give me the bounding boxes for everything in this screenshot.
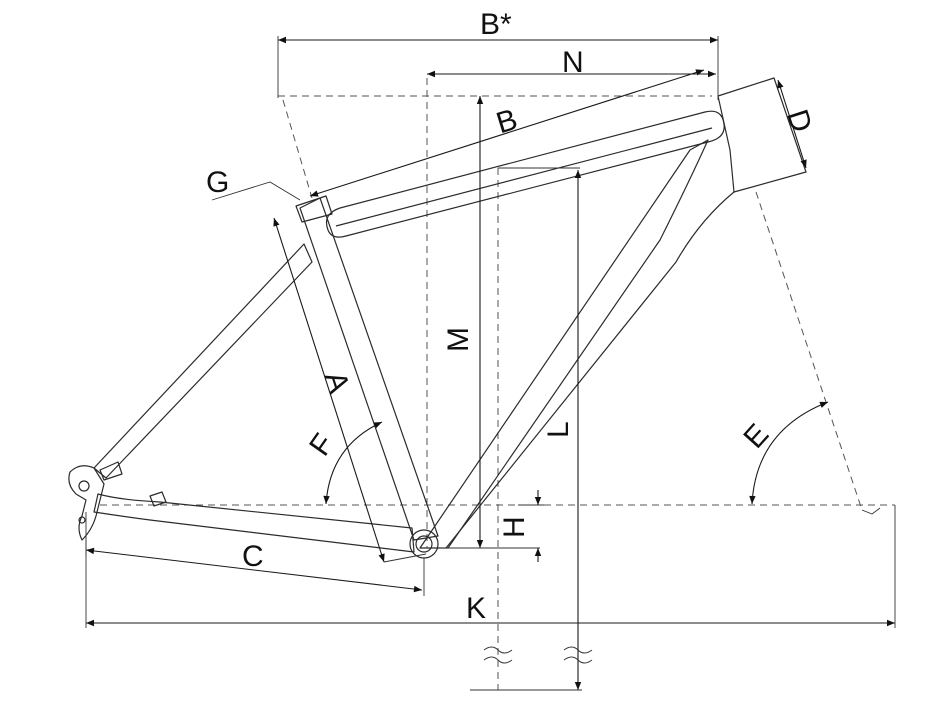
label-b: B xyxy=(493,103,522,140)
top-tube xyxy=(325,110,725,238)
label-n: N xyxy=(562,46,584,79)
stay-bridge xyxy=(99,461,123,481)
c-dimension-line xyxy=(85,547,423,593)
seat-tube-collar xyxy=(295,195,333,223)
label-h: H xyxy=(498,516,531,538)
label-l: L xyxy=(542,421,575,438)
a-dimension-line xyxy=(273,217,385,563)
label-b-star: B* xyxy=(480,8,512,41)
break-symbol-left-top xyxy=(483,646,513,654)
bottom-bracket-inner xyxy=(415,535,433,553)
label-f: F xyxy=(303,428,341,462)
rear-dropout xyxy=(68,465,105,541)
b-dimension-line xyxy=(309,69,705,197)
break-symbol-right-top xyxy=(563,646,593,654)
d-dimension-line xyxy=(777,79,807,169)
label-c: C xyxy=(242,540,264,573)
dimension-labels: B* N B D G M L A F E H C K xyxy=(206,8,818,625)
label-m: M xyxy=(442,327,475,352)
dropout-hole xyxy=(78,480,90,492)
bottom-bracket-shell xyxy=(409,529,439,559)
bike-frame xyxy=(68,77,807,559)
seat-tube xyxy=(299,197,439,541)
chain-stay-bridge xyxy=(149,491,167,507)
steering-axis-extension xyxy=(755,191,863,511)
e-angle-arc xyxy=(749,401,829,505)
label-k: K xyxy=(466,592,486,625)
a-extension-bottom xyxy=(383,553,427,563)
dimensions xyxy=(85,36,896,691)
top-tube-inner xyxy=(335,127,713,227)
label-g: G xyxy=(206,166,229,199)
seat-stays xyxy=(93,243,313,479)
break-symbol-left-bottom xyxy=(483,656,513,664)
f-angle-arc xyxy=(323,421,383,505)
dropout-hole-small xyxy=(78,516,86,524)
break-symbol-right-bottom xyxy=(563,656,593,664)
label-e: E xyxy=(737,418,775,455)
front-axle-marker xyxy=(861,507,881,515)
head-tube xyxy=(717,77,807,193)
g-leader-line xyxy=(211,181,301,201)
down-tube-edge xyxy=(445,191,735,549)
seat-tube-extension xyxy=(282,99,313,199)
label-d: D xyxy=(780,106,818,137)
